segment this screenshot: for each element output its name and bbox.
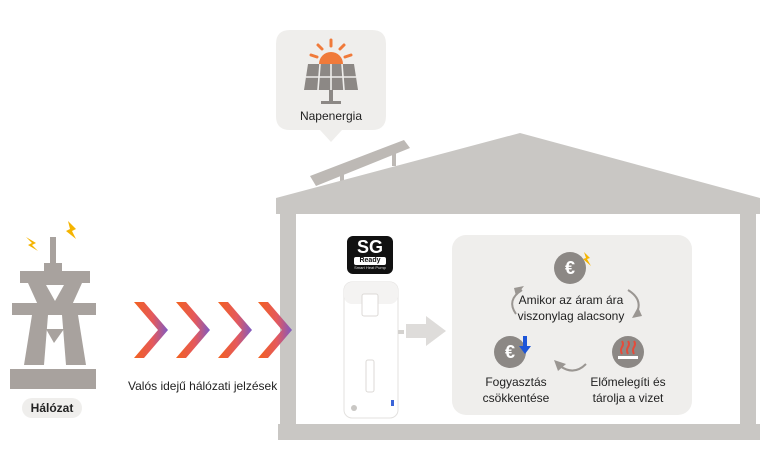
reduce-consumption-label: Fogyasztás csökkentése [482, 375, 550, 405]
signal-chevrons [134, 302, 292, 358]
preheat-label: Előmelegíti és tárolja a vizet [590, 375, 666, 405]
sg-badge-subtitle: Smart Heat Pump [354, 265, 386, 270]
svg-text:€: € [505, 342, 515, 362]
heat-pump-tank [343, 281, 404, 419]
heating-icon [612, 336, 644, 368]
power-tower-icon [10, 221, 96, 389]
roof-solar-panel [310, 140, 410, 186]
cheap-power-label: Amikor az áram ára viszonylag alacsony [517, 293, 625, 323]
grid-label: Hálózat [30, 401, 74, 415]
solar-label: Napenergia [299, 109, 363, 123]
sg-ready-badge: SG Ready Smart Heat Pump [347, 236, 393, 274]
sun-icon [309, 38, 353, 64]
svg-text:€: € [565, 258, 575, 278]
solar-panel-icon [304, 63, 358, 104]
euro-coin-icon: € [554, 252, 591, 284]
grid-label-box [22, 398, 82, 418]
sg-badge-ready: Ready [354, 257, 386, 265]
euro-coin-down-icon: € [494, 336, 531, 368]
sg-badge-title: SG [356, 237, 383, 257]
signals-label: Valós idejű hálózati jelzések [128, 379, 278, 393]
lightning-icon [26, 237, 38, 251]
